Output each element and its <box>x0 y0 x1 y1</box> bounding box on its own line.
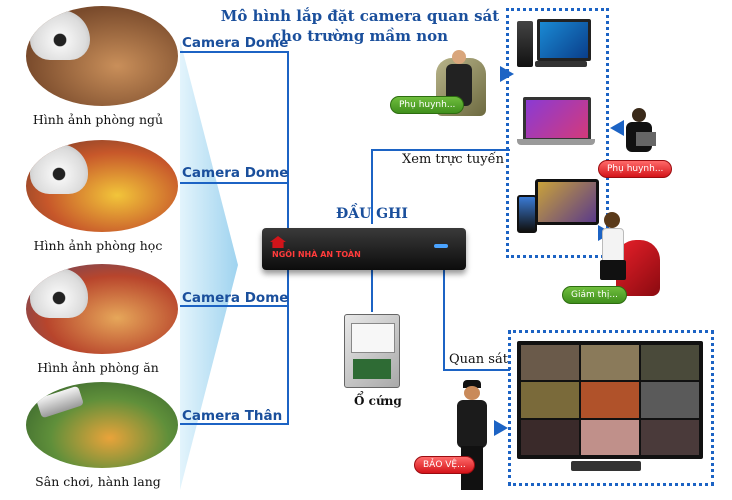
person-head-icon <box>632 108 646 122</box>
monitor-line <box>443 268 510 371</box>
smartphone-icon <box>517 195 537 233</box>
tv-stand <box>571 461 641 471</box>
arrow-guard <box>494 420 508 436</box>
feed-cell <box>521 382 579 418</box>
camera-label-4: Camera Thân <box>182 408 283 424</box>
feed-cell <box>581 419 639 455</box>
feed-cell <box>641 419 699 455</box>
laptop-icon <box>636 132 656 146</box>
keyboard-icon <box>535 61 587 67</box>
guard-uniform-icon <box>457 400 487 448</box>
parent-1-bubble: Phụ huynh... <box>390 96 465 114</box>
guard-cap-icon <box>463 380 481 388</box>
hard-drive <box>344 314 400 388</box>
parent-2-bubble: Phụ huynh... <box>598 160 673 178</box>
monitor-label: Quan sát <box>449 352 508 367</box>
caption-camera-3: Hình ảnh phòng ăn <box>37 360 159 375</box>
title-line-1: Mô hình lắp đặt camera quan sát <box>220 7 500 25</box>
dvr-status-light <box>434 244 448 248</box>
dvr-label: ĐẦU GHI <box>336 206 408 222</box>
diagram-title: Mô hình lắp đặt camera quan sát cho trườ… <box>210 6 510 46</box>
feed-cell <box>581 382 639 418</box>
photo-dining-room <box>26 264 178 354</box>
person-head-icon <box>604 212 620 228</box>
monitor-box <box>508 330 714 486</box>
dome-camera-icon <box>30 144 88 194</box>
desktop-tower-icon <box>517 21 533 67</box>
title-line-2: cho trường mầm non <box>271 27 449 45</box>
online-devices-box <box>506 8 609 258</box>
feed-cell <box>641 382 699 418</box>
feed-cell <box>641 345 699 381</box>
dvr-brand-text: NGÔI NHÀ AN TOÀN <box>272 250 361 259</box>
photo-classroom <box>26 140 178 232</box>
hdd-label-sticker <box>351 323 395 353</box>
supervisor-bubble: Giám thị... <box>562 286 627 304</box>
caption-camera-1: Hình ảnh phòng ngủ <box>32 112 164 127</box>
supervisor-figure <box>586 210 664 310</box>
dome-camera-icon <box>30 10 90 60</box>
desktop-computer-icon <box>537 19 591 61</box>
camera-label-2: Camera Dome <box>182 165 289 181</box>
dome-camera-icon <box>30 268 88 318</box>
arrow-parent2 <box>610 120 624 136</box>
feed-cell <box>581 345 639 381</box>
dvr-device: NGÔI NHÀ AN TOÀN <box>262 228 466 270</box>
camera-feed-grid <box>521 345 699 455</box>
signal-fan <box>180 40 238 490</box>
laptop-base-icon <box>517 139 595 145</box>
tablet-icon <box>535 179 599 225</box>
camera-label-1: Camera Dome <box>182 35 289 51</box>
laptop-icon <box>523 97 591 141</box>
parent-2-figure <box>622 108 660 170</box>
photo-playground <box>26 382 178 468</box>
person-head-icon <box>464 386 480 400</box>
caption-camera-2: Hình ảnh phòng học <box>33 238 163 253</box>
dvr-brand-logo <box>270 236 286 248</box>
guard-figure <box>452 380 492 492</box>
hdd-label: Ổ cứng <box>354 394 402 408</box>
hdd-circuit <box>353 359 391 379</box>
feed-cell <box>521 345 579 381</box>
guard-bubble: BẢO VỆ... <box>414 456 475 474</box>
online-label: Xem trực tuyến <box>402 152 504 167</box>
online-line <box>371 149 510 224</box>
caption-camera-4: Sân chơi, hành lang <box>35 474 161 489</box>
person-skirt-icon <box>600 260 626 280</box>
tv-monitor <box>517 341 703 459</box>
photo-sleep-room <box>26 6 178 106</box>
feed-cell <box>521 419 579 455</box>
person-head-icon <box>452 50 466 64</box>
camera-label-3: Camera Dome <box>182 290 289 306</box>
